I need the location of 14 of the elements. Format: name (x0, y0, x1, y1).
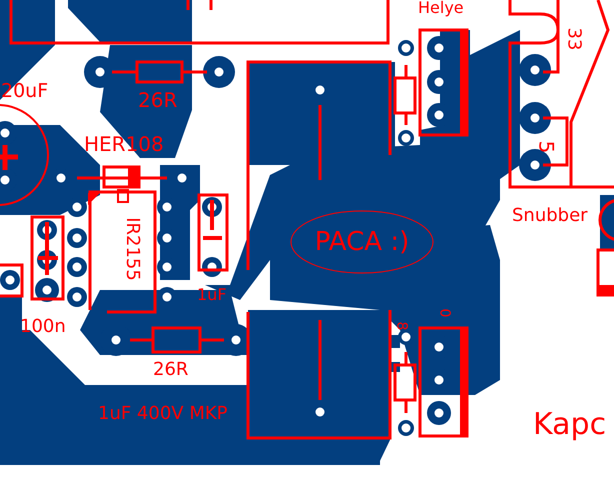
silkscreen-label: 100n (20, 318, 66, 336)
silkscreen-label: 26R (138, 90, 178, 110)
silkscreen-label: IR2155 (122, 217, 141, 281)
silkscreen-label: 0 (437, 308, 452, 318)
silkscreen-label: Kapc (533, 410, 606, 440)
silkscreen-label: Snubber (512, 207, 588, 225)
ellipse-label: PACA :) (290, 210, 434, 274)
silkscreen-label: Helye (418, 0, 464, 16)
silkscreen-label: 1uF 400V MKP (98, 405, 228, 423)
silkscreen-label: 33 (564, 28, 582, 50)
silkscreen-label: 26R (153, 361, 188, 379)
silkscreen-label: 5 (536, 140, 556, 154)
silkscreen-label: 8 (394, 322, 408, 330)
silkscreen-label: 1uF (197, 287, 227, 303)
